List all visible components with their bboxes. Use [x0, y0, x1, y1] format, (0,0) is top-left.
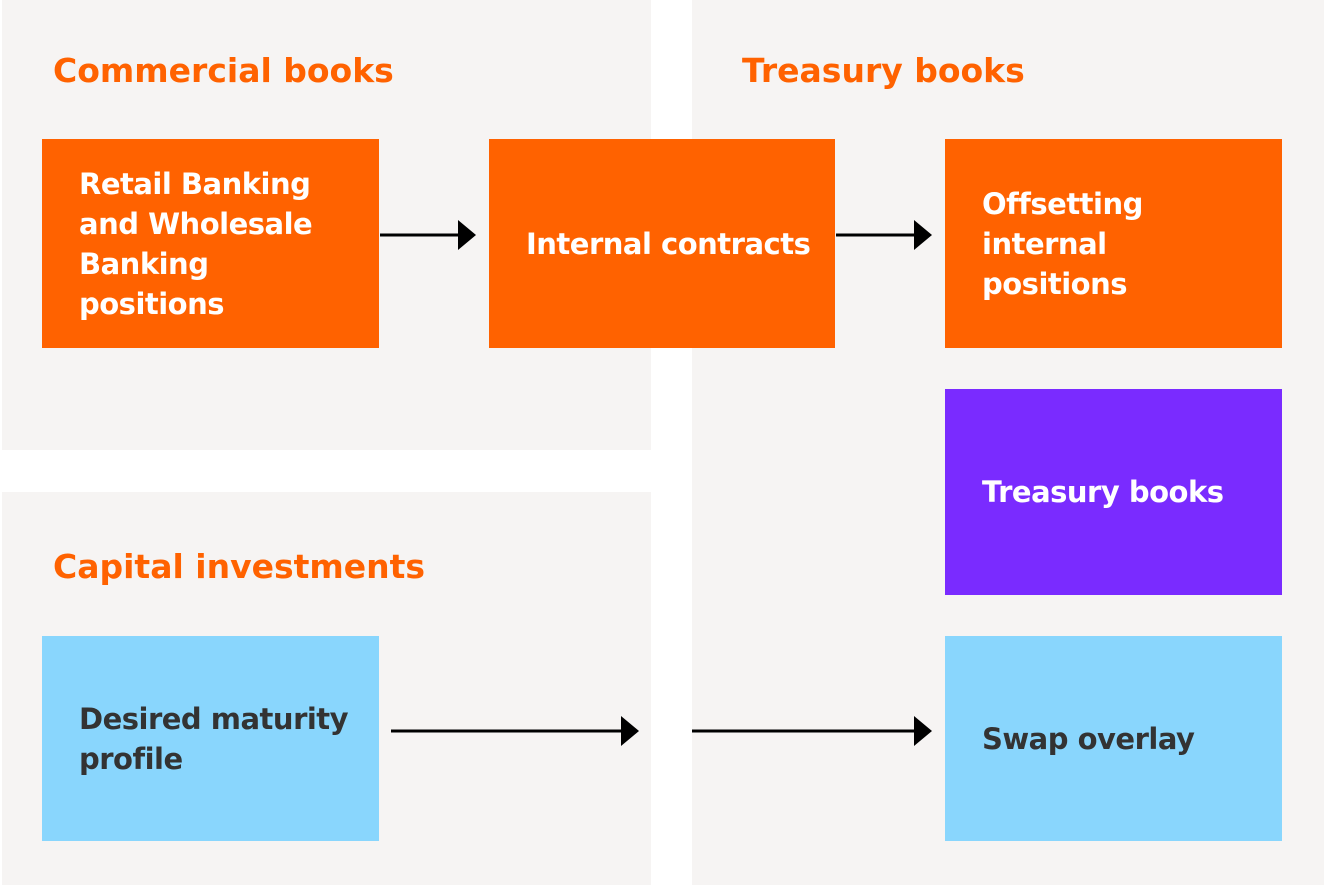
retail-wholesale-positions-label: Retail Banking and Wholesale Banking pos… — [79, 166, 313, 321]
desired-maturity-profile-label: Desired maturity profile — [79, 701, 349, 776]
offsetting-internal-positions-box: Offsetting internal positions — [945, 139, 1282, 348]
treasury-books-title: Treasury books — [742, 51, 1025, 90]
swap-overlay-box: Swap overlay — [945, 636, 1282, 841]
desired-maturity-profile-box: Desired maturity profile — [42, 636, 379, 841]
swap-overlay-label: Swap overlay — [982, 721, 1195, 756]
treasury-books-label: Treasury books — [982, 475, 1224, 509]
retail-wholesale-positions-box: Retail Banking and Wholesale Banking pos… — [42, 139, 379, 348]
internal-contracts-label: Internal contracts — [526, 226, 811, 261]
internal-contracts-box: Internal contracts — [489, 139, 835, 348]
offsetting-internal-positions-label: Offsetting internal positions — [982, 186, 1143, 301]
treasury-books-box: Treasury books — [945, 389, 1282, 595]
commercial-books-title: Commercial books — [53, 51, 394, 90]
capital-investments-title: Capital investments — [53, 547, 426, 586]
